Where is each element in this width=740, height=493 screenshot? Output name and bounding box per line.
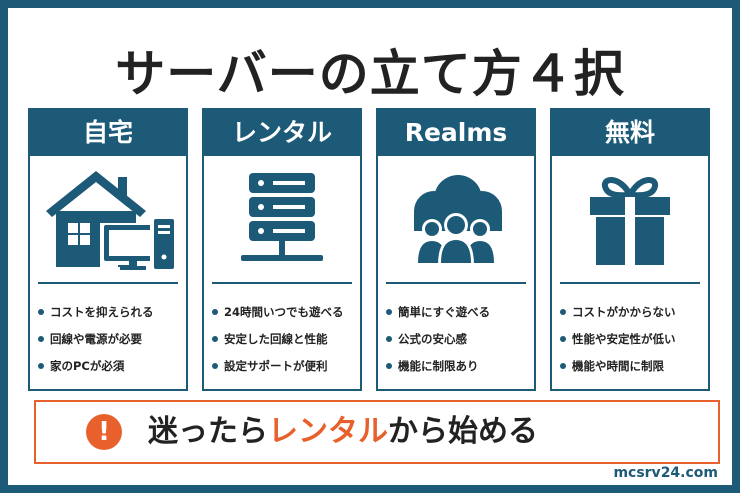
divider — [212, 282, 352, 284]
list-item: 24時間いつでも遊べる — [212, 298, 360, 325]
site-url: mcsrv24.com — [613, 465, 718, 481]
home-pc-icon — [46, 171, 176, 271]
list-item: 機能や時間に制限 — [560, 352, 708, 379]
banner-text-before: 迷ったら — [148, 414, 268, 449]
bullet-dot — [212, 308, 218, 315]
list-item: コストがかからない — [560, 298, 708, 325]
list-item-text: 性能や安定性が低い — [572, 331, 676, 346]
list-item: 機能に制限あり — [386, 352, 534, 379]
card-rental: レンタル 24時間いつでも遊べる 安定した回線と性能 — [202, 108, 362, 391]
divider — [560, 282, 700, 284]
card-header: レンタル — [204, 110, 360, 156]
list-item: 安定した回線と性能 — [212, 325, 360, 352]
bullet-dot — [212, 362, 218, 369]
list-item: 家のPCが必須 — [38, 352, 186, 379]
server-icon — [241, 173, 323, 261]
bullet-dot — [386, 335, 392, 342]
bullet-list: コストを抑えられる 回線や電源が必要 家のPCが必須 — [30, 298, 186, 379]
list-item-text: 機能や時間に制限 — [572, 358, 664, 373]
card-free: 無料 コストがかからない 性能や安定性が低い 機能や時間 — [550, 108, 710, 391]
bullet-dot — [386, 308, 392, 315]
bullet-list: コストがかからない 性能や安定性が低い 機能や時間に制限 — [552, 298, 708, 379]
banner-highlight: レンタル — [268, 414, 388, 449]
list-item-text: 公式の安心感 — [398, 331, 467, 346]
bullet-dot — [560, 335, 566, 342]
card-realms: Realms — [376, 108, 536, 391]
list-item-text: コストがかからない — [572, 304, 676, 319]
card-header: 無料 — [552, 110, 708, 156]
recommendation-banner: ! 迷ったらレンタルから始める — [34, 400, 720, 464]
list-item-text: 簡単にすぐ遊べる — [398, 304, 491, 319]
card-header: Realms — [378, 110, 534, 156]
divider — [386, 282, 526, 284]
cloud-users-icon — [414, 175, 502, 265]
list-item-text: 機能に制限あり — [398, 358, 479, 373]
list-item-text: 設定サポートが便利 — [224, 358, 328, 373]
list-item-text: コストを抑えられる — [50, 304, 154, 319]
list-item: 公式の安心感 — [386, 325, 534, 352]
banner-text: 迷ったらレンタルから始める — [148, 402, 538, 462]
exclamation-icon: ! — [86, 414, 122, 450]
list-item-text: 安定した回線と性能 — [224, 331, 328, 346]
list-item: コストを抑えられる — [38, 298, 186, 325]
gift-icon — [590, 177, 670, 265]
bullet-dot — [560, 308, 566, 315]
banner-text-after: から始める — [388, 414, 538, 449]
infographic: サーバーの立て方４択 自宅 — [8, 8, 732, 485]
list-item-text: 家のPCが必須 — [50, 358, 125, 373]
divider — [38, 282, 178, 284]
bullet-dot — [38, 308, 44, 315]
card-home: 自宅 — [28, 108, 188, 391]
bullet-dot — [212, 335, 218, 342]
bullet-dot — [386, 362, 392, 369]
bullet-list: 24時間いつでも遊べる 安定した回線と性能 設定サポートが便利 — [204, 298, 360, 379]
bullet-dot — [38, 362, 44, 369]
page-title: サーバーの立て方４択 — [115, 45, 625, 103]
list-item: 回線や電源が必要 — [38, 325, 186, 352]
list-item: 簡単にすぐ遊べる — [386, 298, 534, 325]
bullet-list: 簡単にすぐ遊べる 公式の安心感 機能に制限あり — [378, 298, 534, 379]
list-item: 性能や安定性が低い — [560, 325, 708, 352]
list-item-text: 24時間いつでも遊べる — [224, 304, 344, 319]
list-item-text: 回線や電源が必要 — [50, 331, 142, 346]
card-header: 自宅 — [30, 110, 186, 156]
bullet-dot — [560, 362, 566, 369]
bullet-dot — [38, 335, 44, 342]
list-item: 設定サポートが便利 — [212, 352, 360, 379]
